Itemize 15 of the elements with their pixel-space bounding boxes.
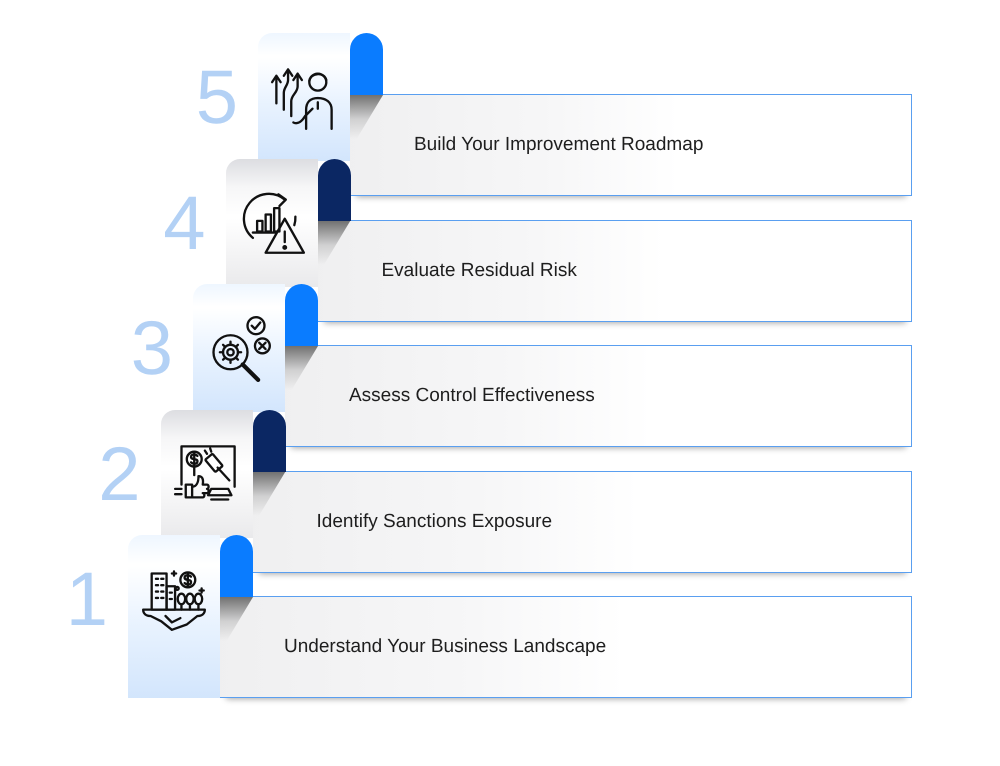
step-number: 1 (66, 562, 108, 638)
step-number: 4 (163, 186, 206, 262)
step-label: Evaluate Residual Risk (382, 260, 577, 282)
step-panel (285, 345, 912, 447)
step-label: Understand Your Business Landscape (284, 636, 606, 658)
step-number: 5 (196, 60, 238, 136)
step-panel (220, 596, 912, 698)
step-panel (252, 470, 912, 572)
step-label: Assess Control Effectiveness (349, 385, 595, 407)
step-number: 2 (98, 436, 140, 512)
step-panel (318, 220, 912, 322)
step-label: Identify Sanctions Exposure (316, 510, 552, 532)
step-panel (350, 94, 912, 196)
step-label: Build Your Improvement Roadmap (414, 134, 704, 156)
step-number: 3 (130, 311, 173, 387)
